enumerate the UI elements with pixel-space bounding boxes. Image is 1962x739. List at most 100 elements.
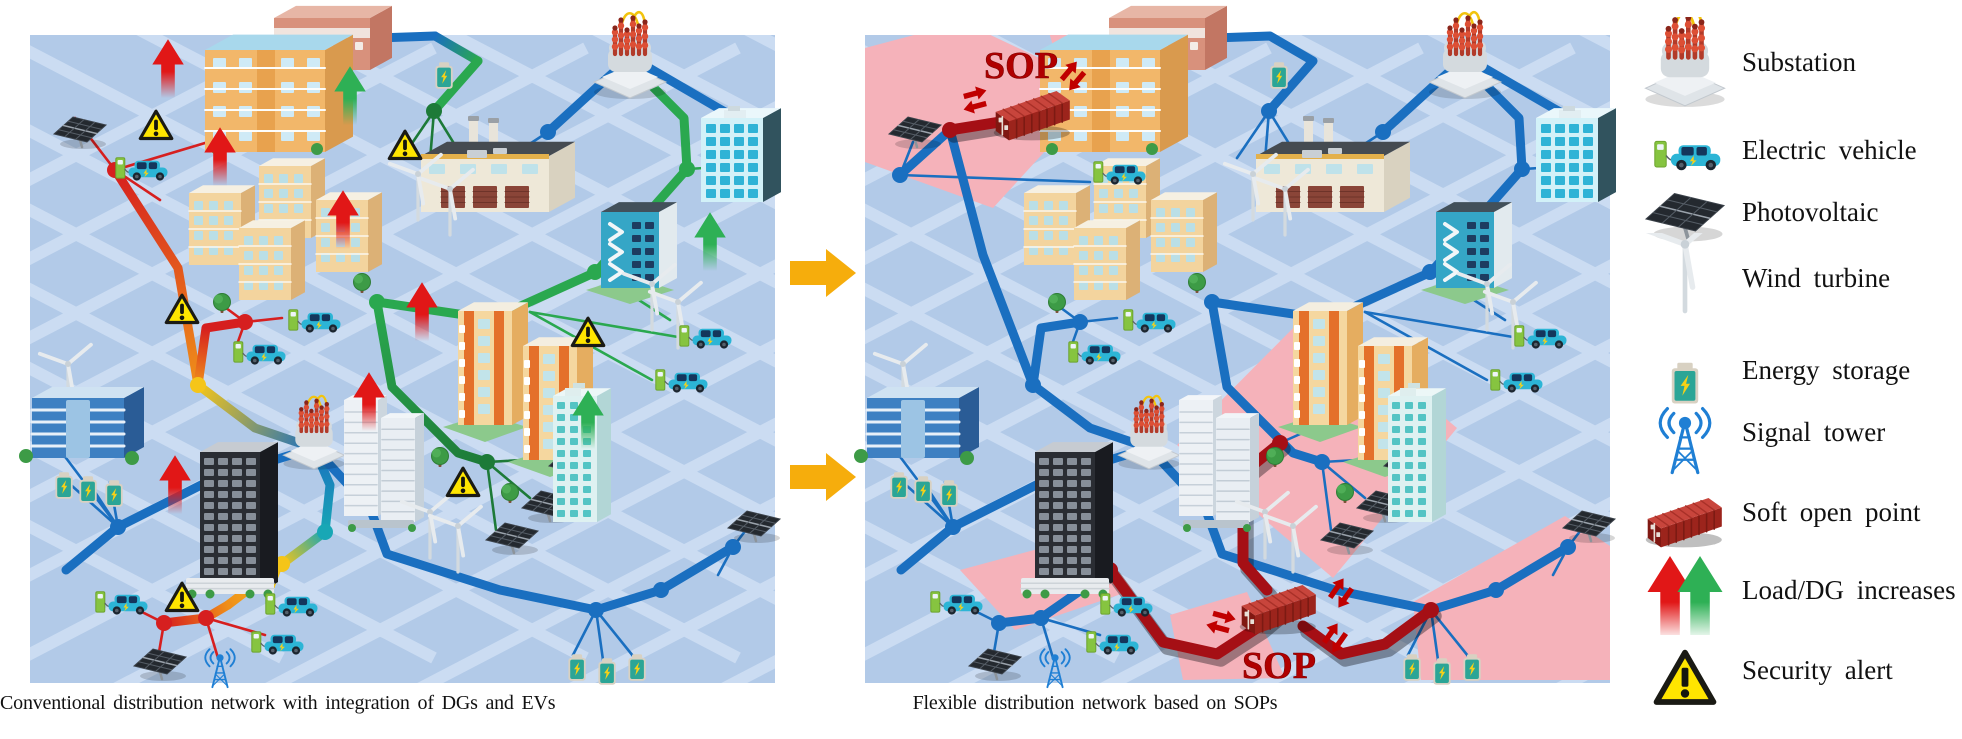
electric-vehicle-icon [233,341,286,365]
load-increase-arrow [204,127,236,187]
security-alert-icon [445,466,481,498]
electric-vehicle-icon [679,325,732,349]
photovoltaic-icon [887,116,943,149]
load-increase-arrow [572,390,604,450]
flow-arrow [790,249,856,297]
substation-icon [1427,11,1503,99]
load-dg-increases-icon [1647,556,1723,635]
tree-icon [353,273,371,293]
electric-vehicle-icon [95,591,148,615]
electric-vehicle-icon [1086,631,1139,655]
photovoltaic-icon [52,116,108,149]
skyscraper-building [1020,442,1113,599]
photovoltaic-icon [726,510,782,543]
wind-turbine-icon [1262,504,1318,574]
apartment-tower [1278,302,1363,442]
soft-open-point-icon [1239,585,1316,635]
power-transfer-arrows [1327,578,1355,608]
wind-turbine-icon [1254,167,1310,237]
load-increase-arrow [159,455,191,515]
legend-item: Photovoltaic [1630,167,1879,257]
wind-turbine-icon [387,152,443,222]
skyscraper-building [185,442,278,599]
legend-item: Energy storage [1630,325,1910,415]
energy-storage-icon [568,654,586,681]
legend-label: Load/DG increases [1742,574,1956,605]
tree-icon [213,293,231,313]
tree-icon [501,483,519,503]
electric-vehicle-icon [1068,341,1121,365]
energy-storage-icon [105,480,123,507]
energy-storage-icon [914,476,932,503]
wind-turbine-icon [427,504,483,574]
photovoltaic-icon [1644,192,1726,242]
load-increase-arrow [406,282,438,342]
electric-vehicle-icon [288,309,341,333]
legend-item: Security alert [1630,625,1893,715]
legend-item: Wind turbine [1630,233,1890,323]
electric-vehicle-icon [1123,309,1176,333]
legend-item: Electric vehicle [1630,105,1917,195]
legend-label: Signal tower [1742,416,1886,447]
right-panel-caption: Flexible distribution network based on S… [912,692,1278,714]
apartment-building [238,220,305,300]
photovoltaic-icon [132,648,188,681]
legend-label: Wind turbine [1742,262,1891,293]
wind-turbine-icon [1234,490,1290,560]
left-panel-caption: Conventional distribution network with i… [0,692,556,714]
map-items [19,5,782,689]
office-building [701,106,781,202]
power-transfer-arrows [1059,61,1087,91]
electric-vehicle-icon [1093,161,1146,185]
energy-storage-icon [1671,362,1699,404]
office-building [19,387,144,465]
skyscraper-building [344,395,424,532]
factory-building [1256,116,1410,212]
photovoltaic-icon [1561,510,1617,543]
security-alert-icon [138,109,174,141]
electric-vehicle-icon [265,593,318,617]
legend-label: Soft open point [1742,496,1921,527]
office-building [1536,106,1616,202]
tree-icon [1266,447,1284,467]
skyscraper-building [1179,395,1259,532]
load-increase-arrow [353,372,385,432]
legend-label: Photovoltaic [1742,196,1879,227]
apartment-building [204,34,353,155]
electric-vehicle-icon [251,631,304,655]
substation-icon [1644,17,1726,107]
legend-label: Substation [1742,46,1857,77]
signal-tower-icon [1039,648,1071,689]
apartment-building [1073,220,1140,300]
signal-tower-icon [204,648,236,689]
energy-storage-icon [435,62,453,89]
electric-vehicle-icon [655,369,708,393]
electric-vehicle-icon [1490,369,1543,393]
power-transfer-arrows [1321,623,1349,653]
legend-item: Substation [1630,17,1856,107]
load-increase-arrow [334,66,366,126]
load-increase-arrow [694,212,726,272]
security-alert-icon [164,293,200,325]
electric-vehicle-icon [930,591,983,615]
power-transfer-arrows [1206,610,1236,634]
energy-storage-icon [1270,62,1288,89]
electric-vehicle-icon [1514,325,1567,349]
office-building [854,387,979,465]
substation-icon [1117,394,1181,470]
apartment-building [1150,192,1217,272]
legend-label: Security alert [1742,654,1893,685]
energy-storage-icon [1433,658,1451,685]
security-alert-icon [164,581,200,613]
electric-vehicle-icon [115,157,168,181]
energy-storage-icon [55,472,73,499]
substation-icon [282,394,346,470]
load-increase-arrow [152,39,184,99]
security-alert-icon [570,316,606,348]
office-tower [1388,383,1446,522]
